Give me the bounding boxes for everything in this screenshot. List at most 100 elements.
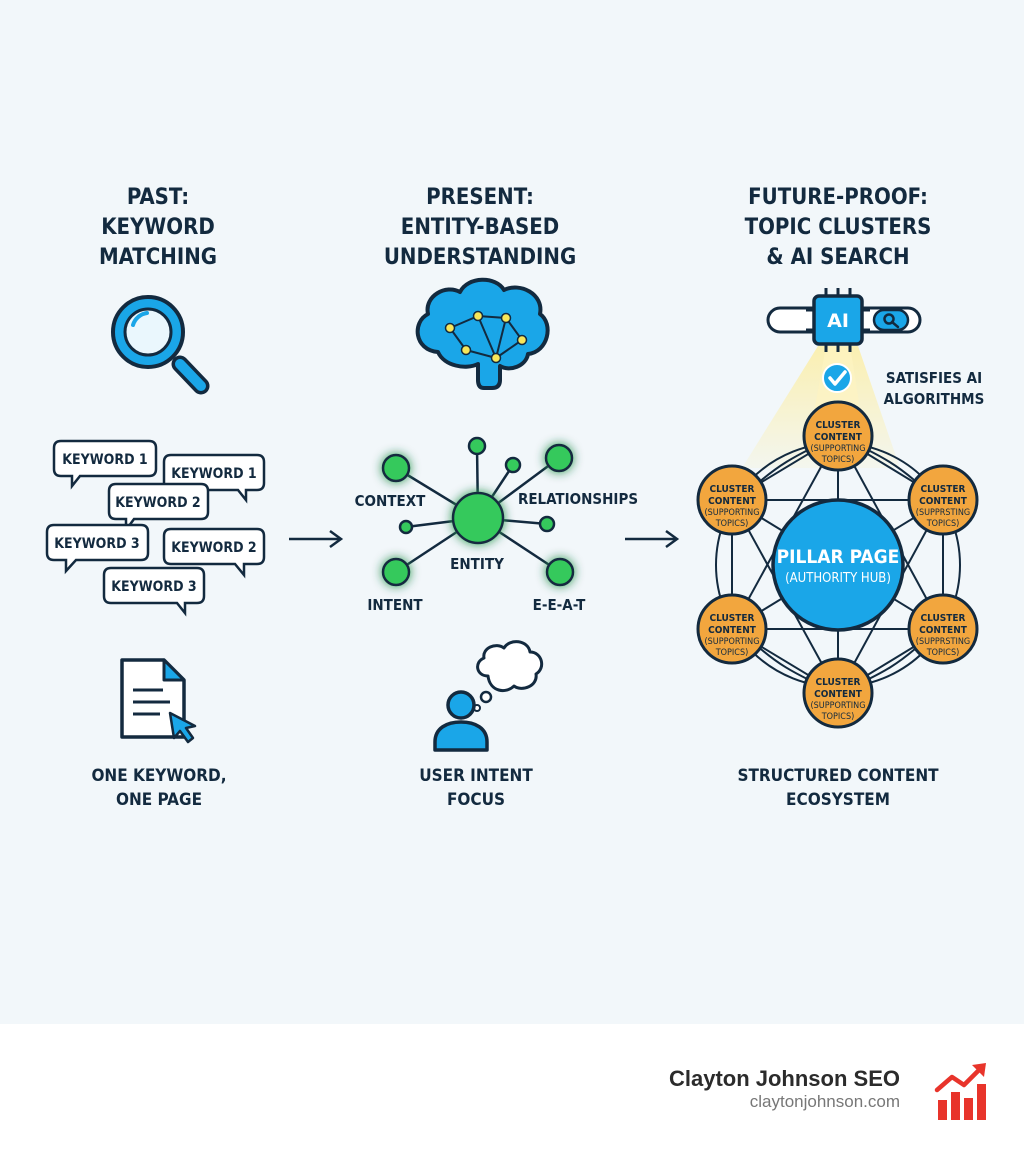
keyword-bubble: KEYWORD 3 (102, 566, 206, 617)
future-caption-line-1: STRUCTURED CONTENT (737, 766, 939, 786)
keyword-bubble-label: KEYWORD 3 (54, 536, 139, 552)
keyword-bubble-label: KEYWORD 1 (62, 452, 147, 468)
ai-note-line-1: SATISFIES AI (886, 369, 982, 387)
future-caption: STRUCTURED CONTENT ECOSYSTEM (737, 766, 939, 810)
cluster-line: TOPICS) (715, 519, 749, 529)
cluster-node: CLUSTER CONTENT (SUPPORTING TOPICS) (802, 400, 874, 472)
present-caption-line-1: USER INTENT (419, 766, 533, 786)
arrow-present-to-future (625, 529, 680, 549)
entity-node (451, 491, 505, 545)
cluster-node: CLUSTER CONTENT (SUPPRSTING TOPICS) (907, 593, 979, 665)
network-nodes (381, 436, 575, 587)
check-circle-icon (822, 363, 852, 393)
future-heading-line-2: TOPIC CLUSTERS (745, 215, 932, 240)
cluster-line: CONTENT (814, 432, 863, 443)
topic-cluster-network: PILLAR PAGE (AUTHORITY HUB) CLUSTER CONT… (696, 400, 979, 729)
cluster-line: CLUSTER (921, 613, 966, 624)
cluster-line: (SUPPRSTING (916, 637, 970, 647)
cluster-node: CLUSTER CONTENT (SUPPORTING TOPICS) (696, 593, 768, 665)
document-cursor-icon (120, 658, 197, 744)
cluster-line: TOPICS) (926, 519, 960, 529)
keyword-bubble-label: KEYWORD 2 (115, 495, 200, 511)
future-caption-line-2: ECOSYSTEM (786, 790, 890, 810)
pillar-subtitle: (AUTHORITY HUB) (785, 571, 891, 586)
cluster-line: CONTENT (814, 689, 863, 700)
entity-network: CONTEXT RELATIONSHIPS ENTITY INTENT E-E-… (355, 436, 638, 614)
cluster-node: CLUSTER CONTENT (SUPPRSTING TOPICS) (907, 464, 979, 536)
network-node (538, 515, 556, 533)
network-node (381, 557, 411, 587)
network-label-entity: ENTITY (450, 555, 504, 573)
cluster-node: CLUSTER CONTENT (SUPPORTING TOPICS) (802, 657, 874, 729)
ai-chip-label: AI (827, 310, 849, 332)
cluster-line: TOPICS) (821, 712, 855, 722)
keyword-bubble: KEYWORD 2 (162, 527, 266, 579)
present-caption: USER INTENT FOCUS (419, 766, 533, 810)
network-node (544, 443, 574, 473)
pillar-page: PILLAR PAGE (AUTHORITY HUB) (771, 498, 905, 632)
present-heading: PRESENT: ENTITY-BASED UNDERSTANDING (384, 185, 576, 270)
network-label-intent: INTENT (367, 596, 423, 614)
brand-name: Clayton Johnson SEO (668, 1066, 900, 1091)
cluster-line: (SUPPORTING (811, 701, 866, 711)
cluster-line: CONTENT (708, 496, 757, 507)
cluster-line: CONTENT (919, 496, 968, 507)
arrow-past-to-present (289, 529, 344, 549)
past-heading-line-2: KEYWORD (101, 215, 215, 240)
keyword-bubble: KEYWORD 2 (107, 482, 210, 534)
user-thought-icon (433, 640, 544, 752)
network-label-context: CONTEXT (355, 492, 427, 510)
cluster-line: TOPICS) (715, 648, 749, 658)
network-node (467, 436, 487, 456)
brand-url[interactable]: claytonjohnson.com (749, 1092, 900, 1111)
keyword-bubble-label: KEYWORD 3 (111, 579, 196, 595)
brain-network-icon (415, 277, 550, 390)
cluster-line: (SUPPORTING (705, 508, 760, 518)
future-heading-line-1: FUTURE-PROOF: (748, 185, 928, 210)
present-caption-line-2: FOCUS (447, 790, 505, 810)
cluster-line: CLUSTER (710, 484, 755, 495)
cluster-line: CLUSTER (921, 484, 966, 495)
ai-note: SATISFIES AI ALGORITHMS (884, 369, 985, 408)
future-heading: FUTURE-PROOF: TOPIC CLUSTERS & AI SEARCH (745, 185, 932, 270)
seo-evolution-diagram: PAST: KEYWORD MATCHING PRESENT: ENTITY-B… (45, 185, 985, 810)
past-caption-line-2: ONE PAGE (116, 790, 202, 810)
cluster-line: (SUPPORTING (705, 637, 760, 647)
pillar-title: PILLAR PAGE (777, 546, 900, 568)
cluster-line: (SUPPRSTING (916, 508, 970, 518)
keyword-bubble: KEYWORD 1 (52, 439, 158, 490)
ai-note-line-2: ALGORITHMS (884, 390, 985, 408)
past-caption: ONE KEYWORD, ONE PAGE (91, 766, 226, 810)
network-node (398, 519, 414, 535)
footer: Clayton Johnson SEO claytonjohnson.com (0, 1024, 1024, 1154)
network-node (504, 456, 522, 474)
past-heading-line-1: PAST: (127, 185, 189, 210)
cluster-line: CONTENT (708, 625, 757, 636)
present-heading-line-3: UNDERSTANDING (384, 245, 576, 270)
cluster-node: CLUSTER CONTENT (SUPPORTING TOPICS) (696, 464, 768, 536)
cluster-line: CLUSTER (816, 420, 861, 431)
cluster-line: CLUSTER (816, 677, 861, 688)
past-caption-line-1: ONE KEYWORD, (91, 766, 226, 786)
past-heading: PAST: KEYWORD MATCHING (99, 185, 217, 270)
network-label-eeat: E-E-A-T (533, 596, 586, 614)
cluster-line: (SUPPORTING (811, 444, 866, 454)
magnifier-icon (111, 295, 210, 395)
growth-bars-icon (934, 1063, 986, 1120)
past-heading-line-3: MATCHING (99, 245, 217, 270)
cluster-line: TOPICS) (821, 455, 855, 465)
keyword-bubble-label: KEYWORD 1 (171, 466, 256, 482)
network-label-relationships: RELATIONSHIPS (518, 490, 638, 508)
cluster-line: TOPICS) (926, 648, 960, 658)
present-heading-line-1: PRESENT: (426, 185, 534, 210)
ai-chip-search-icon: AI (766, 288, 922, 352)
keyword-bubble-label: KEYWORD 2 (171, 540, 256, 556)
network-node (545, 557, 575, 587)
cluster-line: CONTENT (919, 625, 968, 636)
cluster-line: CLUSTER (710, 613, 755, 624)
keyword-bubble: KEYWORD 3 (45, 523, 150, 575)
future-heading-line-3: & AI SEARCH (766, 245, 909, 270)
keyword-bubbles: KEYWORD 1 KEYWORD 1 KEYWORD 2 KEYWORD 3 … (45, 439, 266, 617)
present-heading-line-2: ENTITY-BASED (401, 215, 559, 240)
network-node (381, 453, 411, 483)
